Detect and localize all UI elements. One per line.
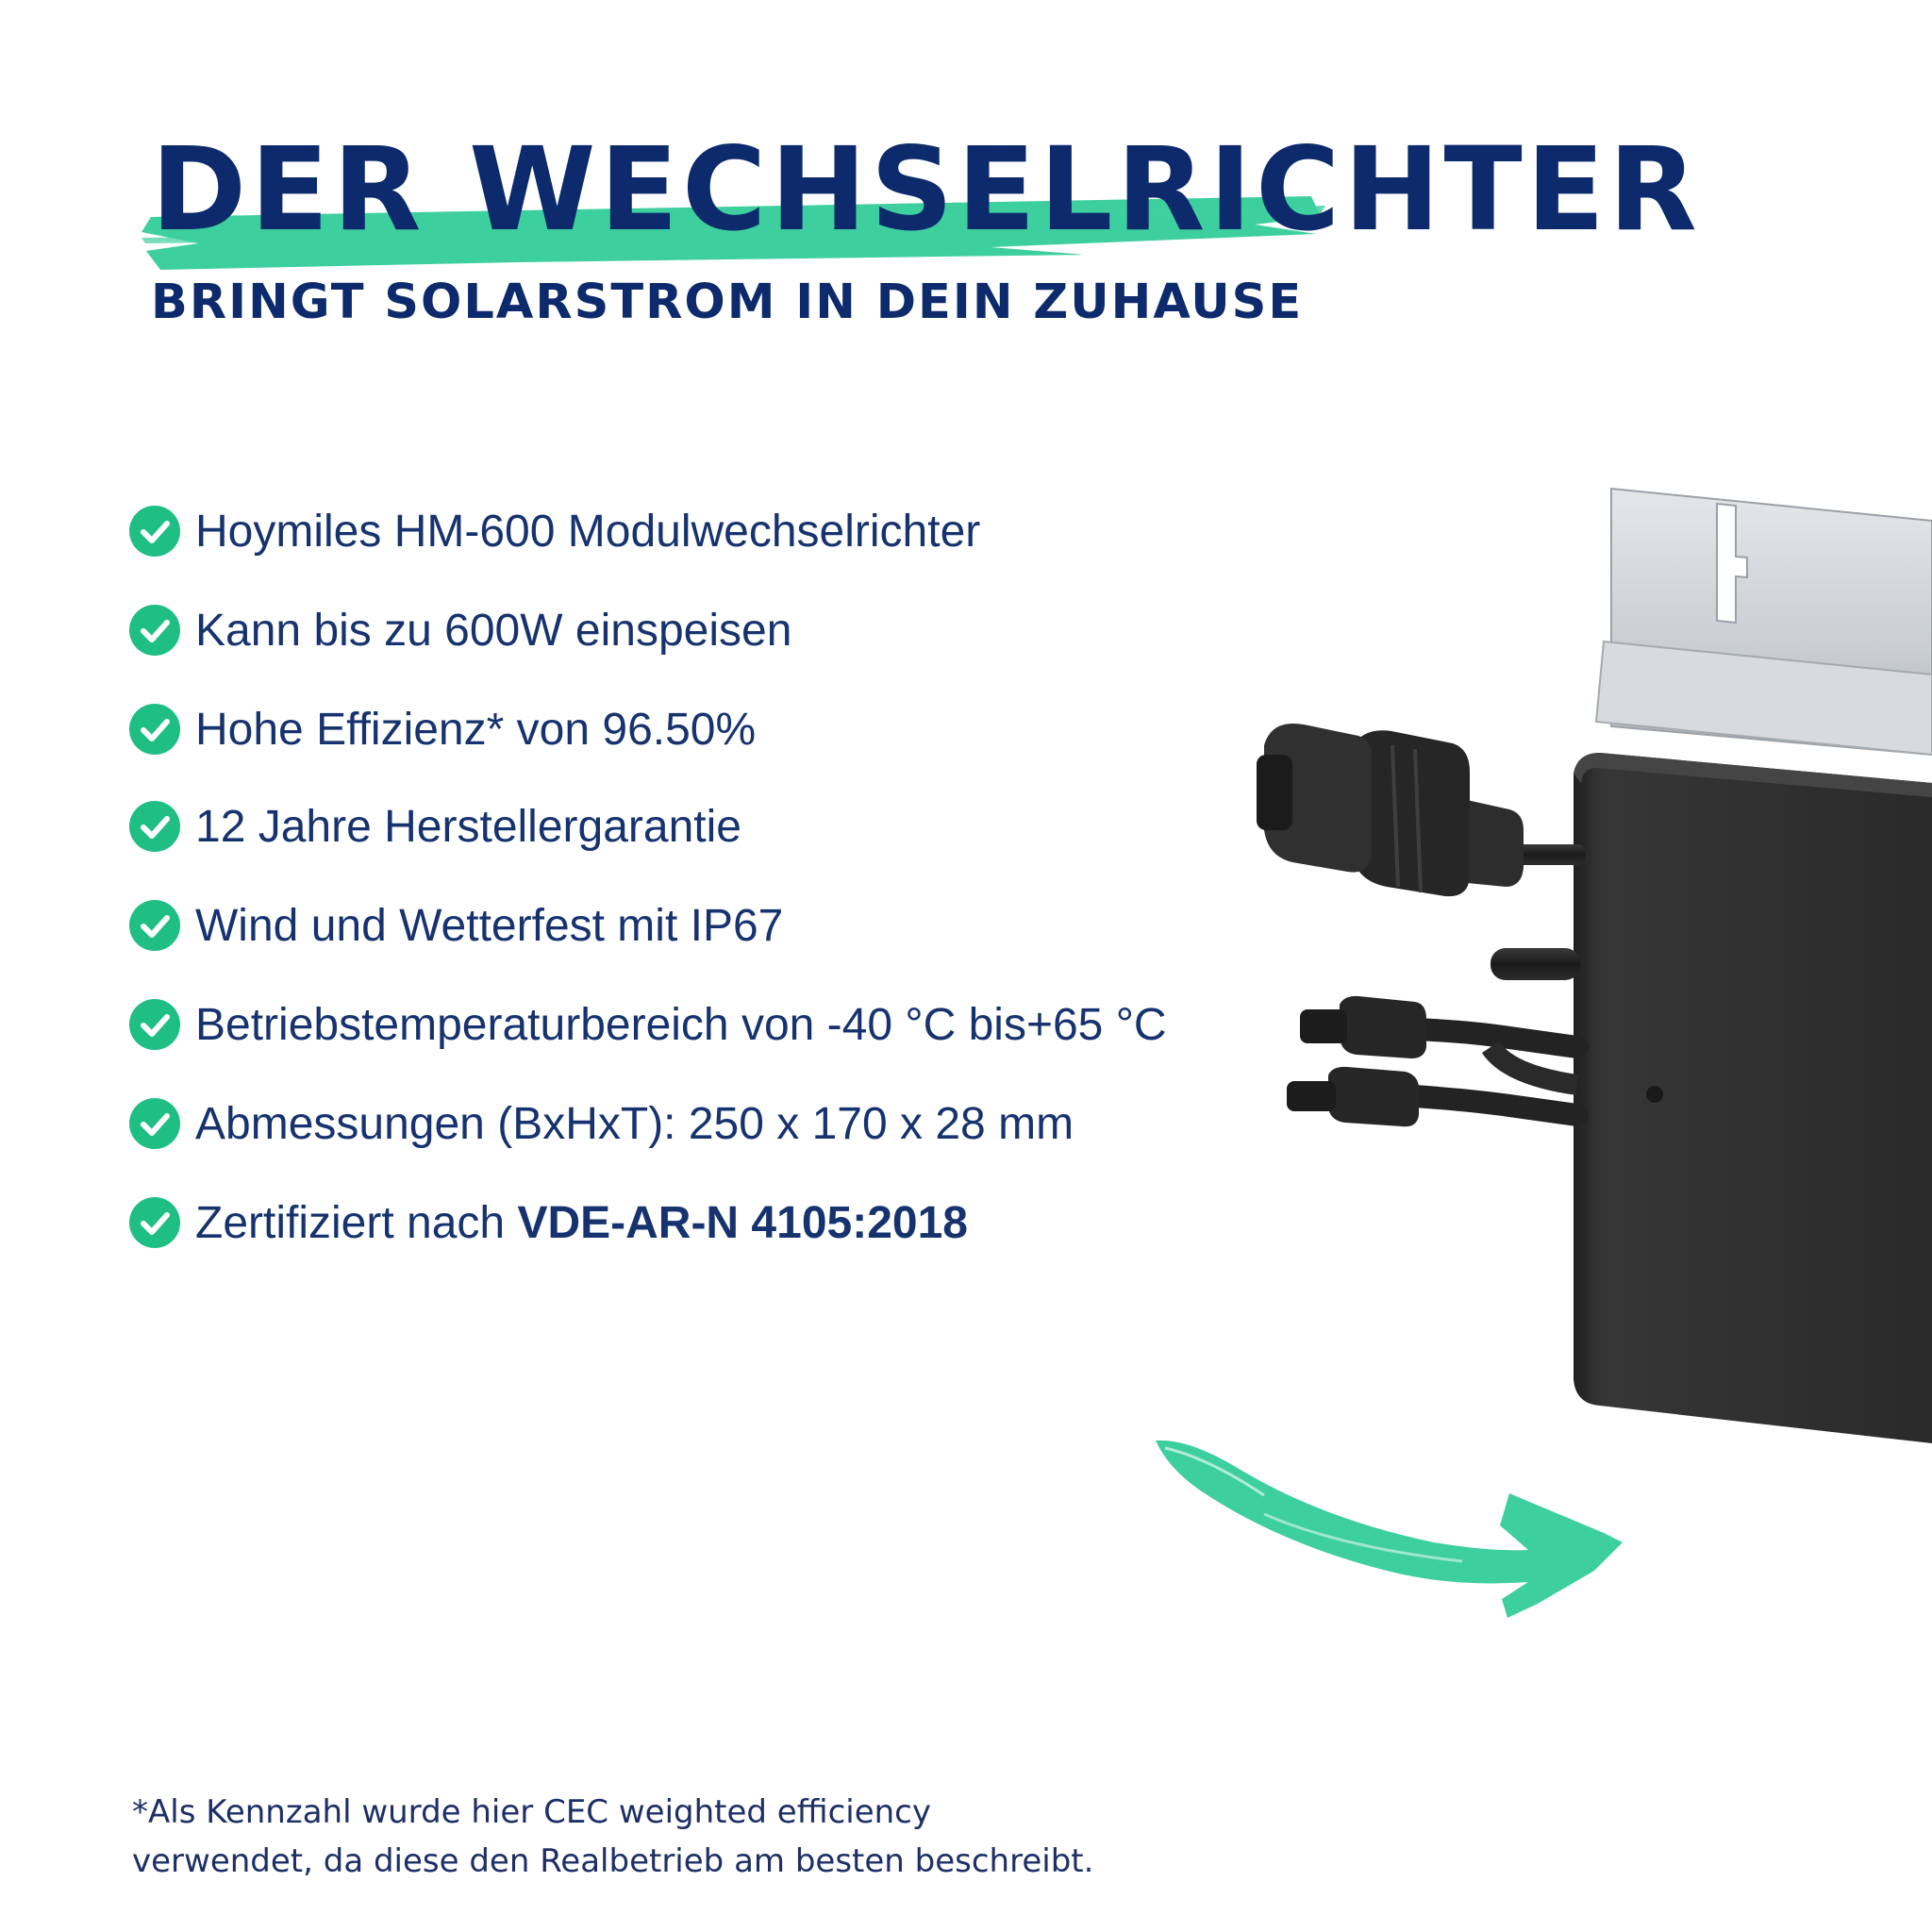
certification-standard: VDE-AR-N 4105:2018 [517,1197,968,1248]
check-circle-icon [129,506,180,557]
inverter-image [1257,487,1932,1443]
feature-item: Zertifiziert nach VDE-AR-N 4105:2018 [129,1190,968,1256]
footnote: *Als Kennzahl wurde hier CEC weighted ef… [132,1788,1264,1886]
feature-text: Hohe Effizienz* von 96.50% [195,704,757,755]
feature-text: 12 Jahre Herstellergarantie [195,801,741,852]
feature-item: Betriebstemperaturbereich von -40 °C bis… [129,991,1167,1058]
feature-text: Kann bis zu 600W einspeisen [195,605,792,656]
brush-stroke [142,196,1325,270]
feature-text: Wind und Wetterfest mit IP67 [195,900,784,951]
check-circle-icon [129,1197,180,1248]
check-circle-icon [129,1098,180,1149]
feature-text: Abmessungen (BxHxT): 250 x 170 x 28 mm [195,1098,1074,1149]
check-circle-icon [129,999,180,1050]
feature-text-prefix: Zertifiziert nach [195,1197,518,1248]
check-circle-icon [129,801,180,852]
feature-item: 12 Jahre Herstellergarantie [129,793,741,859]
page-subtitle: BRINGT SOLARSTROM IN DEIN ZUHAUSE [151,275,1304,330]
curved-arrow-right-icon [1156,1440,1623,1618]
footnote-line-1: *Als Kennzahl wurde hier CEC weighted ef… [132,1793,931,1831]
page-title: DER WECHSELRICHTER [151,123,1701,257]
feature-text: Zertifiziert nach VDE-AR-N 4105:2018 [195,1197,968,1249]
feature-item: Wind und Wetterfest mit IP67 [129,892,783,958]
feature-item: Abmessungen (BxHxT): 250 x 170 x 28 mm [129,1091,1074,1157]
feature-item: Kann bis zu 600W einspeisen [129,597,791,663]
check-circle-icon [129,900,180,951]
check-circle-icon [129,704,180,755]
footnote-line-2: verwendet, da diese den Realbetrieb am b… [132,1842,1094,1880]
feature-text: Betriebstemperaturbereich von -40 °C bis… [195,999,1167,1050]
feature-item: Hoymiles HM-600 Modulwechselrichter [129,498,980,564]
feature-item: Hohe Effizienz* von 96.50% [129,696,756,762]
feature-text: Hoymiles HM-600 Modulwechselrichter [195,506,981,557]
check-circle-icon [129,605,180,656]
